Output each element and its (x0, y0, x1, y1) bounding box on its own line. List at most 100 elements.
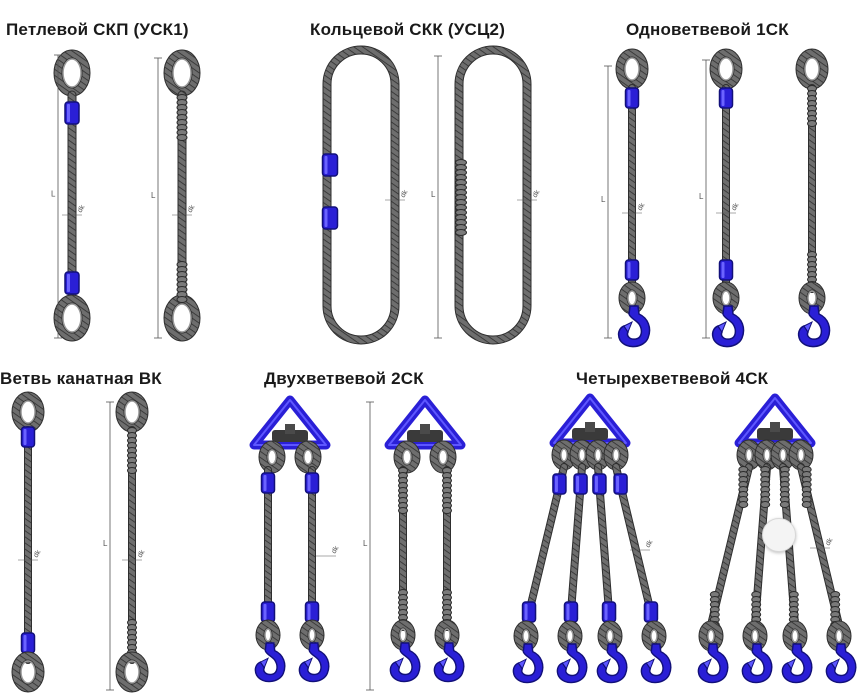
sk4-1-leg4-clamp-top (613, 473, 628, 495)
sk2-1-leg2-hook (298, 642, 330, 683)
vk1-eye-bottom-thimble (20, 660, 36, 684)
vk2-eye-bottom (116, 652, 148, 692)
sk2-2-leg2-eye-top-thimble (438, 449, 448, 465)
sk4-2-leg3-eye-top-thimble (779, 448, 787, 462)
sk2-1-leg2-clamp-bottom-shine (307, 604, 311, 620)
sk2-1-link-shine (253, 399, 327, 446)
sk4-1-diameter-label: dk (645, 539, 655, 549)
sk4-2-leg2-eye-bottom-thimble (751, 629, 759, 643)
sk4-1-leg2-eye-bottom-thimble (566, 629, 574, 643)
title-loop-sling: Петлевой СКП (УСК1) (6, 20, 189, 39)
skp1-eye-top-thimble (62, 58, 82, 88)
skp2-eye-bottom-thimble (172, 303, 192, 333)
sk2-2-leg1-braid-top (398, 467, 408, 514)
sk4-1-leg3-clamp-bottom-shine (604, 604, 608, 620)
sk4-2-leg1-eye-bottom-thimble (707, 629, 715, 643)
skp1-diameter-label: dk (77, 204, 87, 214)
sk1-3-braid-top (807, 85, 817, 127)
sk4-2-leg4-braid-top-turn (801, 501, 812, 508)
title-ring-sling: Кольцевой СКК (УСЦ2) (310, 20, 506, 39)
vk1-clamp-top-shine (23, 429, 27, 445)
sk4-1-link-shine (553, 397, 627, 444)
sk4-1-leg1-hook (512, 643, 544, 684)
sk4-2-leg3-braid-top (779, 466, 790, 508)
vk2-eye-bottom-thimble (124, 660, 140, 684)
skp2-braid-bottom (176, 261, 188, 303)
vk1-clamp-bottom-shine (23, 635, 27, 651)
sk4-1-leg3-hook-body (596, 643, 628, 684)
sk2-1-leg1-eye-bottom-thimble (264, 628, 272, 642)
sk4-2-leg4-hook-latch (830, 658, 841, 670)
sk1-2-eye-thimble (718, 57, 734, 81)
sk2-1-shackle (272, 430, 308, 442)
sk2-1-diameter-label: dk (331, 545, 341, 555)
sk2-1-leg1-hook-body (254, 642, 286, 683)
title-single-leg-sling: Одноветвевой 1СК (626, 20, 789, 39)
sk1-1-hook (617, 305, 651, 348)
sk1-3-hook-latch (803, 320, 813, 334)
sk4-2-leg3-hook (781, 643, 813, 684)
sk4-1-leg1-clamp-top (552, 473, 567, 495)
sk2-2-leg2-hook-body (433, 642, 465, 683)
sk4-1-leg4-eye-top (604, 440, 628, 470)
sk4-2-leg4-eye-top-thimble (797, 448, 805, 462)
skp2-braid-top (176, 94, 188, 141)
sk1-1-eye-bottom-thimble (627, 290, 637, 306)
sk4-2-leg2-braid-top (760, 466, 771, 508)
skp2-braid-top-turn (176, 134, 188, 141)
sk4-1-leg2-clamp-top-shine (576, 476, 580, 492)
sk4-1-shackle (572, 428, 608, 440)
sk4-1-leg4-hook (640, 643, 672, 684)
sk4-1-leg3-hook (596, 643, 628, 684)
sk1-2-clamp-top (718, 87, 734, 109)
vk1-clamp-bottom (20, 632, 36, 654)
vk2-dim-length-label: L (103, 539, 108, 548)
sk4-1-leg4-hook-latch (645, 658, 656, 670)
sk1-2-eye-bottom-thimble (721, 290, 731, 306)
sk2-2-leg2-braid-top-turn (442, 507, 452, 514)
sk2-1-leg2-eye-bottom-thimble (308, 628, 316, 642)
scroll-knob-icon[interactable] (762, 518, 796, 552)
sk2-1-leg1-hook (254, 642, 286, 683)
sk4-2-leg4-hook-body (825, 643, 857, 684)
sk4-2-leg1-hook-latch (702, 658, 713, 670)
sk4-1-leg2-hook-body (556, 643, 588, 684)
sk4-2-pin (770, 422, 780, 432)
sk4-2-leg4-hook (825, 643, 857, 684)
sk4-2-leg1-hook-body (697, 643, 729, 684)
sk4-1-leg1-hook-body (512, 643, 544, 684)
sk2-1-leg2-clamp-top (304, 472, 320, 494)
sk1-2-clamp-bottom (718, 259, 734, 281)
sk2-1-leg1-clamp-top (260, 472, 276, 494)
sk1-2-dim-length-label: L (699, 192, 704, 201)
sk4-1-leg3-eye-bottom-thimble (606, 629, 614, 643)
sk2-2-leg1-hook (389, 642, 421, 683)
sk4-2-leg3-eye-bottom-thimble (791, 629, 799, 643)
sk4-2-leg1-eye-top-thimble (745, 448, 753, 462)
sk4-2-leg2-hook (741, 643, 773, 684)
sk1-1-clamp-bottom-shine (627, 262, 631, 278)
sk2-1-leg2-eye-top-thimble (303, 449, 313, 465)
title-rope-leg: Ветвь канатная ВК (0, 369, 162, 388)
sk2-1-leg1-clamp-top-shine (263, 475, 267, 491)
sk4-1-leg4-clamp-bottom-shine (646, 604, 650, 620)
sk2-1-leg1-hook-latch (259, 657, 270, 669)
sk2-2-dim-length-label: L (363, 539, 368, 548)
sk2-2-leg1-hook-body (389, 642, 421, 683)
sk4-2-leg1-hook (697, 643, 729, 684)
sk4-1-leg4-clamp-bottom (643, 601, 659, 623)
sk2-1-leg1-eye-top-thimble (267, 449, 277, 465)
sk4-1-leg1-eye-bottom-thimble (522, 629, 530, 643)
sk4-2-leg4-braid-bottom (830, 591, 841, 628)
sk4-2-leg2-hook-latch (746, 658, 757, 670)
sk2-1-leg2-eye-top (295, 441, 321, 473)
vk1-eye-top-thimble (20, 400, 36, 424)
sk2-2-leg1-braid-top-turn (398, 507, 408, 514)
sk4-1-leg2-hook (556, 643, 588, 684)
sk4-1-leg4-eye-bottom-thimble (650, 629, 658, 643)
skk2-braid (455, 159, 467, 236)
sk1-3-braid-top-turn (807, 120, 817, 127)
sk2-2-leg1-eye-bottom-thimble (399, 628, 407, 642)
sk4-2-leg3-hook-body (781, 643, 813, 684)
